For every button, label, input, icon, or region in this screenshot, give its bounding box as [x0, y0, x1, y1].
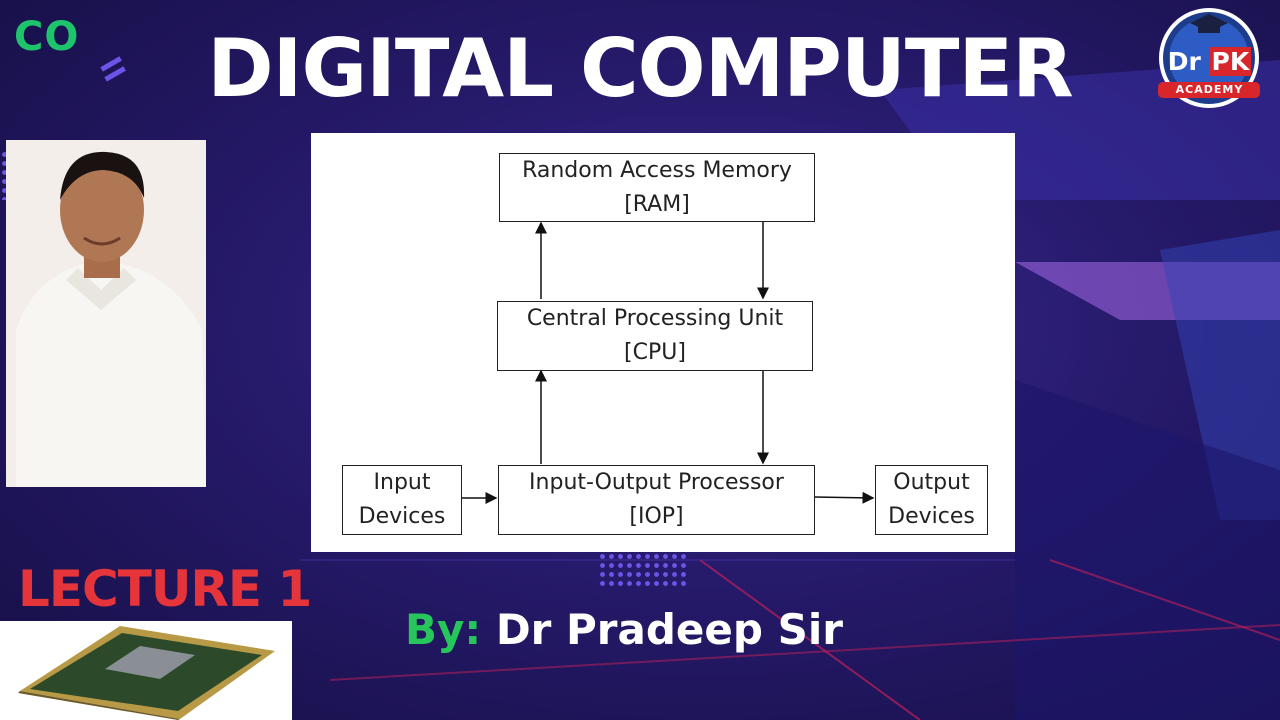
cpu-abbrev: [CPU] [624, 340, 686, 365]
iop-block: Input-Output Processor [IOP] [498, 465, 815, 535]
cpu-block: Central Processing Unit [CPU] [497, 301, 813, 371]
academy-logo [1158, 8, 1260, 108]
logo-text: Dr PK [1152, 47, 1267, 76]
ram-abbrev: [RAM] [624, 191, 690, 217]
arrow-iop-to-output [813, 491, 875, 504]
output-label-1: Output [893, 470, 970, 495]
byline: By: Dr Pradeep Sir [405, 605, 843, 654]
lecture-label: LECTURE 1 [18, 560, 312, 618]
output-label-2: Devices [888, 504, 975, 529]
input-label-1: Input [373, 470, 431, 495]
input-label-2: Devices [358, 504, 446, 529]
block-diagram: Random Access Memory [RAM] Central Proce… [311, 133, 1015, 552]
output-devices-block: Output Devices [875, 465, 988, 535]
course-tag: CO [14, 14, 80, 60]
logo-academy-label: ACADEMY [1175, 83, 1244, 96]
page-title: DIGITAL COMPUTER [207, 22, 1073, 115]
presenter-photo [6, 140, 206, 487]
cpu-label: Central Processing Unit [526, 306, 784, 331]
processor-chip-image [0, 621, 292, 720]
ram-label: Random Access Memory [522, 157, 792, 183]
ram-block: Random Access Memory [RAM] [499, 153, 815, 222]
presenter-name: Dr Pradeep Sir [495, 605, 843, 654]
logo-pk: PK [1209, 47, 1252, 76]
dot-grid-bottom [598, 552, 688, 586]
logo-dr: Dr [1167, 47, 1201, 76]
iop-label: Input-Output Processor [529, 470, 784, 495]
iop-abbrev: [IOP] [629, 504, 684, 529]
byline-prefix: By: [405, 605, 482, 654]
input-devices-block: Input Devices [342, 465, 462, 535]
diagram-arrows [462, 221, 875, 504]
